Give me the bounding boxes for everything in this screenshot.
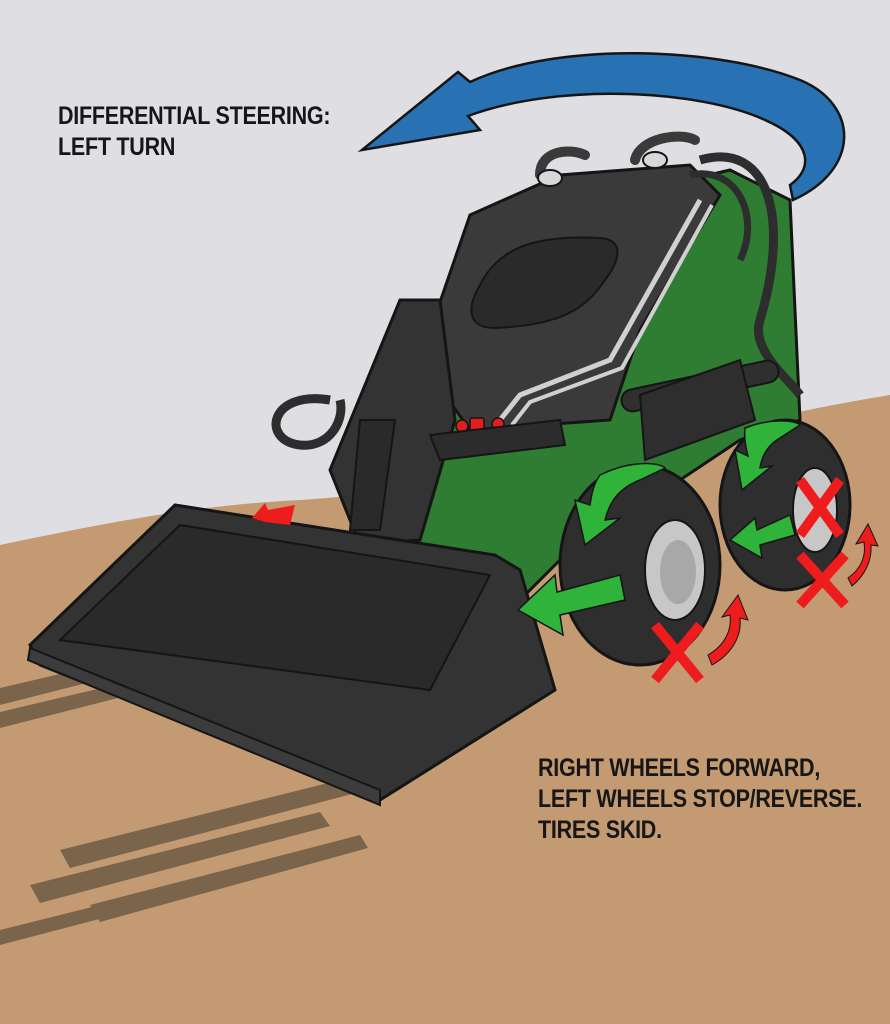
explanation-line-1: RIGHT WHEELS FORWARD,: [538, 754, 821, 782]
arrow-icon: [252, 503, 295, 525]
skid-x-marks: [651, 477, 849, 684]
arrow-icon: [728, 513, 796, 560]
explanation-line-2: LEFT WHEELS STOP/REVERSE.: [538, 785, 863, 813]
diagram-title: DIFFERENTIAL STEERING: LEFT TURN: [58, 101, 331, 163]
title-line-1: DIFFERENTIAL STEERING:: [58, 102, 331, 130]
arrow-icon: [516, 573, 626, 637]
forward-arrows: [516, 420, 802, 637]
arrow-icon: [573, 462, 667, 547]
skid-steer-loader: [271, 131, 804, 602]
title-line-2: LEFT TURN: [58, 133, 176, 161]
curved-arrow-icon: [707, 593, 749, 666]
arrow-icon: [734, 420, 802, 492]
loader-bucket: [26, 503, 557, 807]
curved-arrow-icon: [847, 522, 879, 587]
x-mark-icon: [795, 477, 845, 538]
curved-arrow-left-icon: [357, 51, 846, 202]
explanation-line-3: TIRES SKID.: [538, 816, 662, 844]
explanation-text: RIGHT WHEELS FORWARD, LEFT WHEELS STOP/R…: [538, 753, 862, 846]
x-mark-icon: [796, 551, 849, 609]
x-mark-icon: [651, 621, 704, 684]
reverse-arrows: [707, 522, 879, 666]
